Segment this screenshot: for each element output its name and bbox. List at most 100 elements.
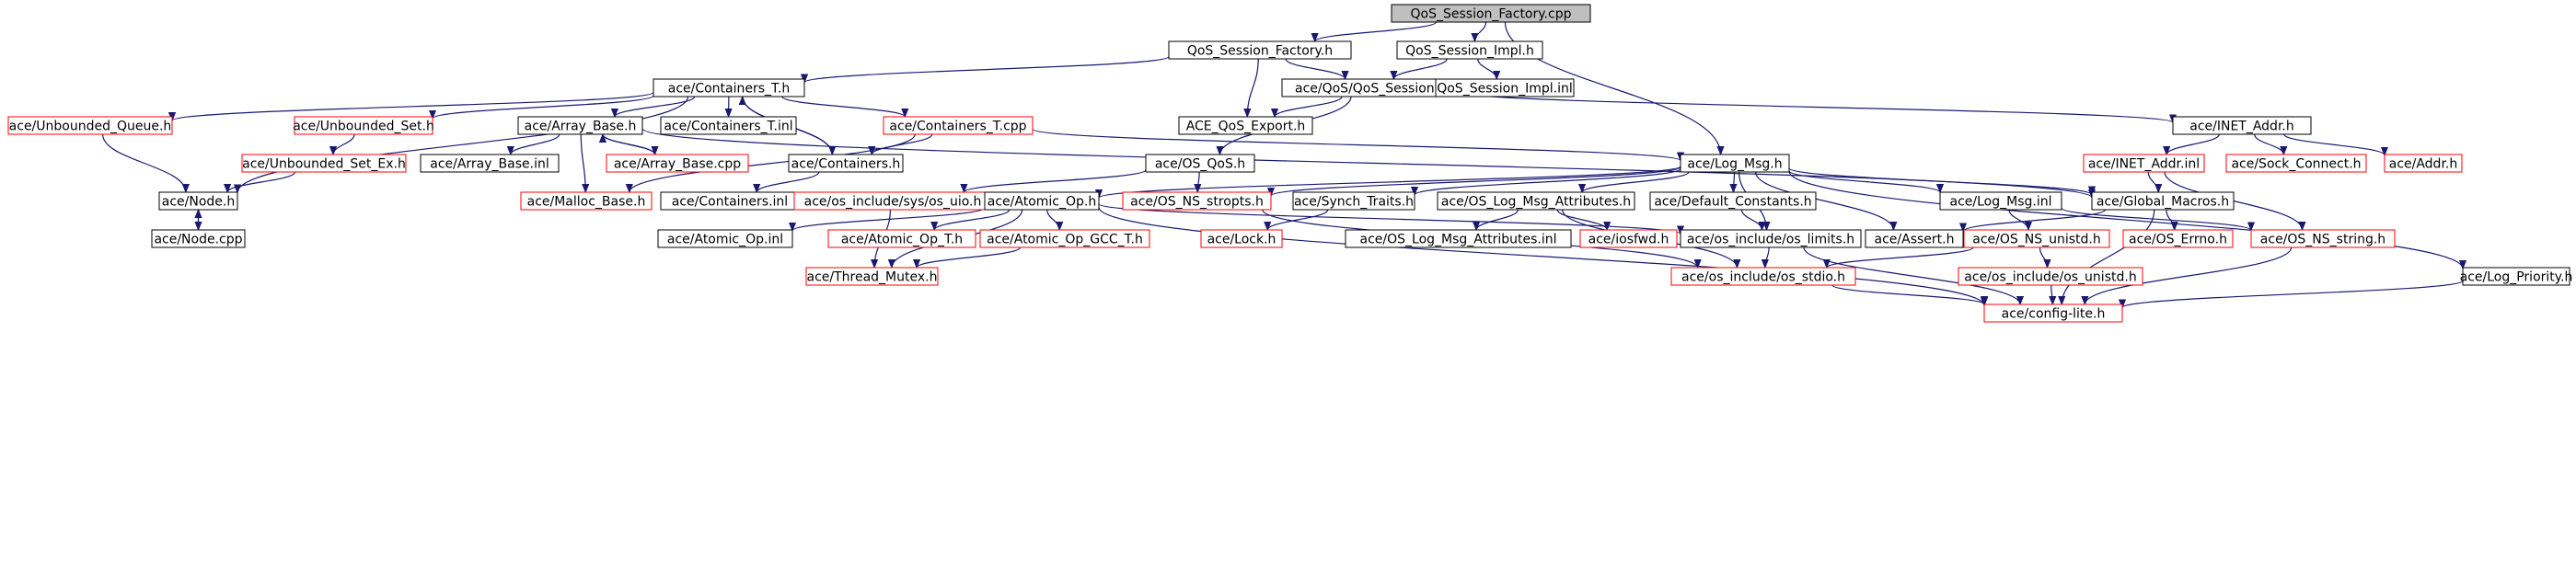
node-ace-containers-inl[interactable]: ace/Containers.inl xyxy=(660,191,800,211)
edge-ace-log-priority-h-to-ace-config-lite-h xyxy=(2122,280,2464,309)
node-box xyxy=(1145,154,1255,173)
node-ace-os-ns-string-h[interactable]: ace/OS_NS_string.h xyxy=(2250,229,2396,248)
node-label: ace/os_include/os_limits.h xyxy=(1687,233,1854,247)
node-ace-inet-addr-h[interactable]: ace/INET_Addr.h xyxy=(2172,116,2312,135)
node-ace-os-ns-unistd-h[interactable]: ace/OS_NS_unistd.h xyxy=(1963,229,2110,248)
node-ace-log-msg-inl[interactable]: ace/Log_Msg.inl xyxy=(1939,191,2062,211)
node-ace-os-errno-h[interactable]: ace/OS_Errno.h xyxy=(2122,229,2234,248)
node-box xyxy=(984,191,1100,211)
node-ace-sock-connect-h[interactable]: ace/Sock_Connect.h xyxy=(2225,154,2367,173)
node-ace-containers-t-inl[interactable]: ace/Containers_T.inl xyxy=(660,116,797,135)
node-ace-os-log-msg-attributes-h[interactable]: ace/OS_Log_Msg_Attributes.h xyxy=(1437,191,1635,211)
edge-ace-os-ns-string-h-to-ace-config-lite-h xyxy=(2085,246,2293,305)
node-label: ACE_QoS_Export.h xyxy=(1186,120,1306,134)
node-ace-default-constants-h[interactable]: ace/Default_Constants.h xyxy=(1649,191,1817,211)
node-qos-session-factory-h[interactable]: QoS_Session_Factory.h xyxy=(1168,40,1352,60)
node-ace-global-macros-h[interactable]: ace/Global_Macros.h xyxy=(2091,191,2235,211)
edge-ace-containers-t-cpp-to-ace-containers-h xyxy=(872,133,933,155)
node-label: QoS_Session_Factory.h xyxy=(1187,44,1333,59)
node-ace-os-include-os-unistd-h[interactable]: ace/os_include/os_unistd.h xyxy=(1958,267,2143,286)
node-box xyxy=(1983,303,2123,323)
node-ace-node-h[interactable]: ace/Node.h xyxy=(158,191,238,211)
node-label: ace/Node.h xyxy=(162,195,235,210)
edge-ace-log-msg-h-to-ace-default-constants-h xyxy=(1733,171,1734,192)
node-ace-atomic-op-gcc-t-h[interactable]: ace/Atomic_Op_GCC_T.h xyxy=(979,229,1150,248)
edge-ace-default-constants-h-to-ace-os-include-os-limits-h xyxy=(1740,209,1762,231)
node-box xyxy=(660,116,797,135)
node-ace-atomic-op-h[interactable]: ace/Atomic_Op.h xyxy=(984,191,1100,211)
dependency-nodes: QoS_Session_Factory.cppQoS_Session_Facto… xyxy=(7,4,2573,323)
node-ace-atomic-op-inl[interactable]: ace/Atomic_Op.inl xyxy=(657,229,793,248)
node-label: ace/Atomic_Op_GCC_T.h xyxy=(987,233,1143,247)
node-ace-os-include-sys-os-uio-h[interactable]: ace/os_include/sys/os_uio.h xyxy=(793,191,992,211)
node-ace-os-qos-h[interactable]: ace/OS_QoS.h xyxy=(1145,154,1255,173)
node-ace-os-log-msg-attributes-inl[interactable]: ace/OS_Log_Msg_Attributes.inl xyxy=(1345,229,1572,248)
edge-qos-session-impl-h-to-ace-qos-qos-session-h xyxy=(1393,58,1448,80)
node-box xyxy=(2225,154,2367,173)
node-label: ace/Unbounded_Set_Ex.h xyxy=(242,157,406,172)
node-box xyxy=(1579,229,1678,248)
node-ace-array-base-h[interactable]: ace/Array_Base.h xyxy=(517,116,643,135)
node-label: ace/Node.cpp xyxy=(154,233,242,247)
node-label: ace/Array_Base.inl xyxy=(430,157,549,172)
node-ace-os-include-os-limits-h[interactable]: ace/os_include/os_limits.h xyxy=(1680,229,1862,248)
node-box xyxy=(1680,229,1862,248)
node-label: ace/INET_Addr.h xyxy=(2189,120,2294,134)
edge-ace-log-msg-inl-to-ace-os-ns-unistd-h xyxy=(2008,209,2028,231)
node-ace-config-lite-h[interactable]: ace/config-lite.h xyxy=(1983,303,2123,323)
node-box xyxy=(151,229,246,248)
node-ace-log-priority-h[interactable]: ace/Log_Priority.h xyxy=(2460,267,2573,286)
node-box xyxy=(1437,191,1635,211)
node-ace-containers-t-h[interactable]: ace/Containers_T.h xyxy=(653,78,805,97)
node-ace-thread-mutex-h[interactable]: ace/Thread_Mutex.h xyxy=(805,267,939,286)
edge-ace-unbounded-set-ex-h-to-ace-node-h xyxy=(227,171,295,193)
node-label: ace/OS_NS_string.h xyxy=(2260,233,2385,247)
node-label: ace/config-lite.h xyxy=(2002,307,2106,322)
node-ace-array-base-cpp[interactable]: ace/Array_Base.cpp xyxy=(606,154,749,173)
node-ace-malloc-base-h[interactable]: ace/Malloc_Base.h xyxy=(520,191,653,211)
node-ace-array-base-inl[interactable]: ace/Array_Base.inl xyxy=(420,154,560,173)
node-box xyxy=(827,229,976,248)
edge-ace-atomic-op-h-to-ace-config-lite-h xyxy=(1098,207,1984,306)
edge-ace-os-qos-h-to-ace-os-include-sys-os-uio-h xyxy=(964,169,1147,193)
node-label: ace/Global_Macros.h xyxy=(2097,195,2229,210)
node-ace-synch-traits-h[interactable]: ace/Synch_Traits.h xyxy=(1292,191,1415,211)
node-box xyxy=(158,191,238,211)
node-box xyxy=(520,191,653,211)
edge-ace-log-msg-h-to-ace-log-priority-h xyxy=(1788,170,2463,269)
node-ace-inet-addr-inl[interactable]: ace/INET_Addr.inl xyxy=(2083,154,2205,173)
node-ace-os-include-os-stdio-h[interactable]: ace/os_include/os_stdio.h xyxy=(1670,267,1856,286)
node-label: ace/os_include/sys/os_uio.h xyxy=(804,195,982,210)
edge-ace-atomic-op-h-to-ace-atomic-op-t-h xyxy=(934,209,1011,231)
node-label: ace/Lock.h xyxy=(1207,233,1276,247)
node-ace-log-msg-h[interactable]: ace/Log_Msg.h xyxy=(1680,154,1790,173)
node-ace-lock-h[interactable]: ace/Lock.h xyxy=(1200,229,1283,248)
node-label: ace/OS_NS_stropts.h xyxy=(1130,195,1264,210)
node-qos-session-impl-h[interactable]: QoS_Session_Impl.h xyxy=(1396,40,1543,60)
node-ace-containers-t-cpp[interactable]: ace/Containers_T.cpp xyxy=(883,116,1034,135)
edge-ace-os-include-os-limits-h-to-ace-config-lite-h xyxy=(1803,246,2020,305)
node-qos-session-factory-cpp: QoS_Session_Factory.cpp xyxy=(1391,4,1591,23)
node-ace-qos-qos-session-h[interactable]: ace/QoS/QoS_Session.h xyxy=(1281,78,1461,97)
node-ace-node-cpp[interactable]: ace/Node.cpp xyxy=(151,229,246,248)
node-box xyxy=(1680,154,1790,173)
node-box xyxy=(2384,154,2463,173)
node-ace-assert-h[interactable]: ace/Assert.h xyxy=(1865,229,1964,248)
node-qos-session-impl-inl[interactable]: QoS_Session_Impl.inl xyxy=(1435,78,1575,97)
node-ace-atomic-op-t-h[interactable]: ace/Atomic_Op_T.h xyxy=(827,229,976,248)
node-box xyxy=(2122,229,2234,248)
node-box xyxy=(1396,40,1543,60)
node-box xyxy=(1958,267,2143,286)
node-ace-qos-export-h[interactable]: ACE_QoS_Export.h xyxy=(1178,116,1313,135)
node-label: ace/Assert.h xyxy=(1875,233,1955,247)
edge-ace-inet-addr-h-to-ace-inet-addr-inl xyxy=(2166,133,2220,155)
node-ace-containers-h[interactable]: ace/Containers.h xyxy=(788,154,904,173)
node-ace-addr-h[interactable]: ace/Addr.h xyxy=(2384,154,2463,173)
node-ace-unbounded-queue-h[interactable]: ace/Unbounded_Queue.h xyxy=(7,116,173,135)
node-ace-iosfwd-h[interactable]: ace/iosfwd.h xyxy=(1579,229,1678,248)
node-box xyxy=(606,154,749,173)
node-ace-unbounded-set-h[interactable]: ace/Unbounded_Set.h xyxy=(293,116,434,135)
node-ace-unbounded-set-ex-h[interactable]: ace/Unbounded_Set_Ex.h xyxy=(241,154,407,173)
node-ace-os-ns-stropts-h[interactable]: ace/OS_NS_stropts.h xyxy=(1122,191,1272,211)
